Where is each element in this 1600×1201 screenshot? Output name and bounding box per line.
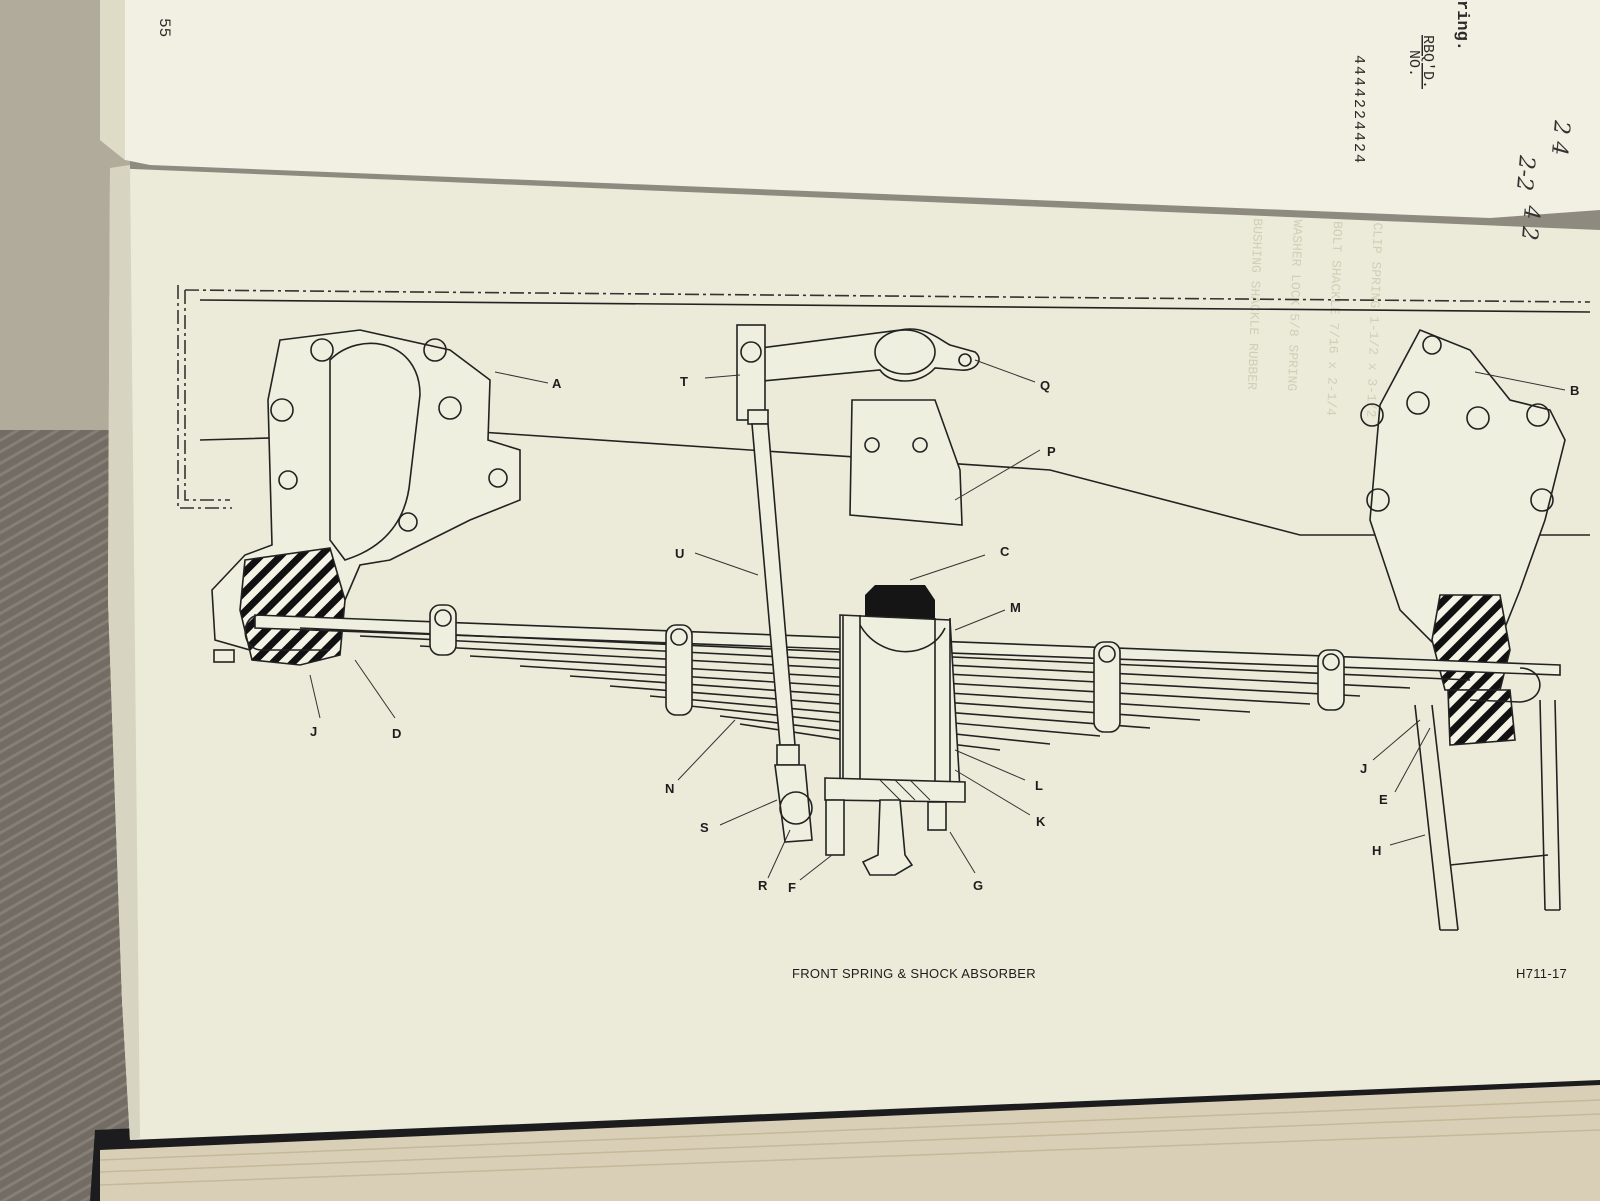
callout-labels: A B C D E F G H J J K L M N P Q R S T U xyxy=(310,374,1579,895)
u-bolts xyxy=(842,615,951,800)
front-rubber-bushing xyxy=(239,547,346,666)
callout-b: B xyxy=(1570,383,1579,398)
svg-text:WASHER LOCK 5/8 SPRING: WASHER LOCK 5/8 SPRING xyxy=(1284,219,1305,391)
quantity-value: 2 xyxy=(1350,110,1367,119)
spring-plate xyxy=(824,777,966,803)
quantity-column: 4 4 4 4 2 2 4 4 2 4 xyxy=(1350,55,1367,163)
quantity-value: 4 xyxy=(1350,121,1367,130)
svg-text:NO.: NO. xyxy=(1405,50,1422,77)
quantity-value: 4 xyxy=(1350,55,1367,64)
callout-e: E xyxy=(1379,792,1388,807)
svg-text:RBQ'D.: RBQ'D. xyxy=(1419,35,1436,89)
quantity-value: 4 xyxy=(1350,66,1367,75)
quantity-value: 2 xyxy=(1350,143,1367,152)
callout-n: N xyxy=(665,781,674,796)
svg-text:2 4: 2 4 xyxy=(1546,118,1574,156)
column-header: NO. RBQ'D. xyxy=(1405,35,1436,89)
top-page-heading: ring. xyxy=(1452,0,1471,51)
callout-d: D xyxy=(392,726,401,741)
u-bolt-nut-right xyxy=(927,801,947,831)
callout-a: A xyxy=(552,376,562,391)
spring-clips xyxy=(429,604,1345,733)
top-page-number: 55 xyxy=(155,18,173,37)
quantity-value: 4 xyxy=(1350,132,1367,141)
callout-u: U xyxy=(675,546,684,561)
front-spring-diagram: A B C D E F G H J J K L M N P Q R S T U … xyxy=(177,285,1591,981)
svg-text:ring.: ring. xyxy=(1452,0,1471,51)
callout-q: Q xyxy=(1040,378,1050,393)
handwritten-notes: 2 4 2-2 4 2 xyxy=(1511,118,1574,241)
shock-absorber xyxy=(744,328,980,526)
callout-l: L xyxy=(1035,778,1043,793)
quantity-value: 2 xyxy=(1350,99,1367,108)
spring-shackle xyxy=(1414,699,1561,931)
callout-c: C xyxy=(1000,544,1010,559)
callout-t: T xyxy=(680,374,688,389)
quantity-value: 4 xyxy=(1350,88,1367,97)
svg-text:BUSHING SHACKLE RUBBER: BUSHING SHACKLE RUBBER xyxy=(1244,218,1265,390)
callout-k: K xyxy=(1036,814,1046,829)
figure-id: H711-17 xyxy=(1516,966,1567,981)
callout-r: R xyxy=(758,878,768,893)
callout-g: G xyxy=(973,878,983,893)
callout-j-rear: J xyxy=(1360,761,1367,776)
callout-m: M xyxy=(1010,600,1021,615)
frame-rail-top xyxy=(184,289,1591,303)
fabric-background xyxy=(0,400,130,1201)
u-bolt-nut-left xyxy=(825,799,845,856)
svg-text:BOLT SHACKLE 7/16 x 2-1/4: BOLT SHACKLE 7/16 x 2-1/4 xyxy=(1323,221,1345,417)
callout-h: H xyxy=(1372,843,1381,858)
quantity-value: 4 xyxy=(1350,77,1367,86)
top-page xyxy=(100,0,1600,218)
axle-section xyxy=(861,799,914,876)
svg-text:CLIP SPRING 1-1/2 x 3-1/2: CLIP SPRING 1-1/2 x 3-1/2 xyxy=(1363,222,1385,417)
callout-p: P xyxy=(1047,444,1056,459)
bump-stop xyxy=(865,585,935,622)
diagram-caption: FRONT SPRING & SHOCK ABSORBER xyxy=(792,966,1036,981)
quantity-value: 4 xyxy=(1350,154,1367,163)
frame-rail-end xyxy=(184,290,230,501)
svg-text:55: 55 xyxy=(155,18,173,37)
show-through-text: CLIP SPRING 1-1/2 x 3-1/2 BOLT SHACKLE 7… xyxy=(1244,218,1385,418)
callout-f: F xyxy=(788,880,796,895)
shock-link-upper xyxy=(736,324,766,421)
rear-rubber-bushing xyxy=(1431,594,1511,691)
svg-text:2-2: 2-2 xyxy=(1511,153,1539,191)
svg-text:4 2: 4 2 xyxy=(1516,203,1544,241)
rear-shackle-bracket xyxy=(1369,328,1566,651)
callout-s: S xyxy=(700,820,709,835)
callout-j-front: J xyxy=(310,724,317,739)
